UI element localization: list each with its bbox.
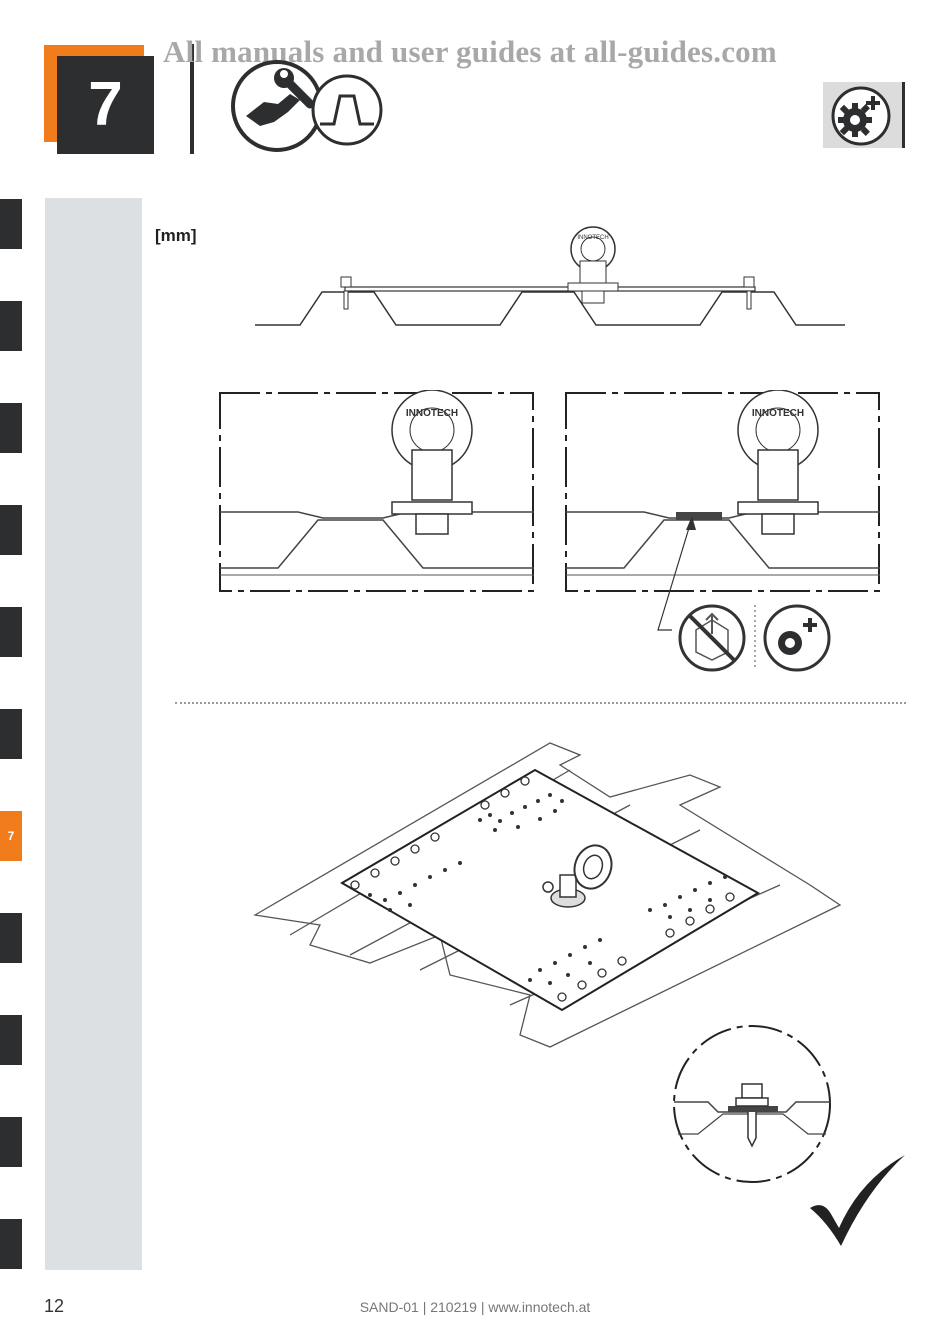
- gear-plus-icon: [763, 604, 831, 672]
- gear-badge: [823, 82, 905, 148]
- chapter-tab[interactable]: [0, 403, 22, 453]
- eyebolt-brand: INNOTECH: [577, 235, 608, 241]
- handshake-wrench-icon: [231, 60, 323, 152]
- chapter-tab[interactable]: [0, 1015, 22, 1065]
- unit-label: [mm]: [155, 226, 197, 245]
- mounting-plate: [340, 768, 761, 1012]
- chapter-tab[interactable]: [0, 913, 22, 963]
- eyebolt-brand: INNOTECH: [406, 408, 458, 419]
- fastener-right: [743, 276, 755, 310]
- header-divider: [190, 44, 194, 154]
- plate-screws: [350, 776, 735, 1002]
- isometric-plate-diagram: [253, 742, 842, 1048]
- plate-holes: [368, 793, 727, 985]
- chapter-tab-active[interactable]: 7: [0, 811, 22, 861]
- screw-detail: [673, 1025, 831, 1183]
- section-separator: [175, 702, 906, 704]
- chapter-tab[interactable]: [0, 505, 22, 555]
- page-number: 12: [44, 1296, 65, 1316]
- callout-icons: [657, 516, 831, 672]
- chapter-tab[interactable]: [0, 1117, 22, 1167]
- chapter-tab[interactable]: [0, 301, 22, 351]
- trapezoid-profile-icon: [311, 74, 383, 146]
- checkmark-icon: [810, 1155, 905, 1246]
- footer-doc-info: SAND-01 | 210219 | www.innotech.at: [359, 1299, 591, 1315]
- side-band: [45, 198, 142, 1270]
- eyebolt-brand: INNOTECH: [752, 408, 804, 419]
- eyebolt-top: INNOTECH: [567, 226, 619, 304]
- chapter-tab[interactable]: [0, 1219, 22, 1269]
- detail-frame-left: INNOTECH: [219, 390, 534, 592]
- gear-plus-icon: [831, 86, 891, 146]
- step-number: 7: [57, 56, 154, 154]
- eyebolt-iso: [542, 844, 613, 908]
- chapter-tab[interactable]: [0, 607, 22, 657]
- detail-frame-right: INNOTECH: [565, 390, 880, 592]
- no-lifting-icon: [678, 604, 746, 672]
- chapter-tab[interactable]: [0, 199, 22, 249]
- chapter-tab[interactable]: [0, 709, 22, 759]
- header-icon-group: [231, 60, 383, 152]
- cross-section-diagram: INNOTECH: [255, 226, 845, 326]
- fastener-left: [340, 276, 352, 310]
